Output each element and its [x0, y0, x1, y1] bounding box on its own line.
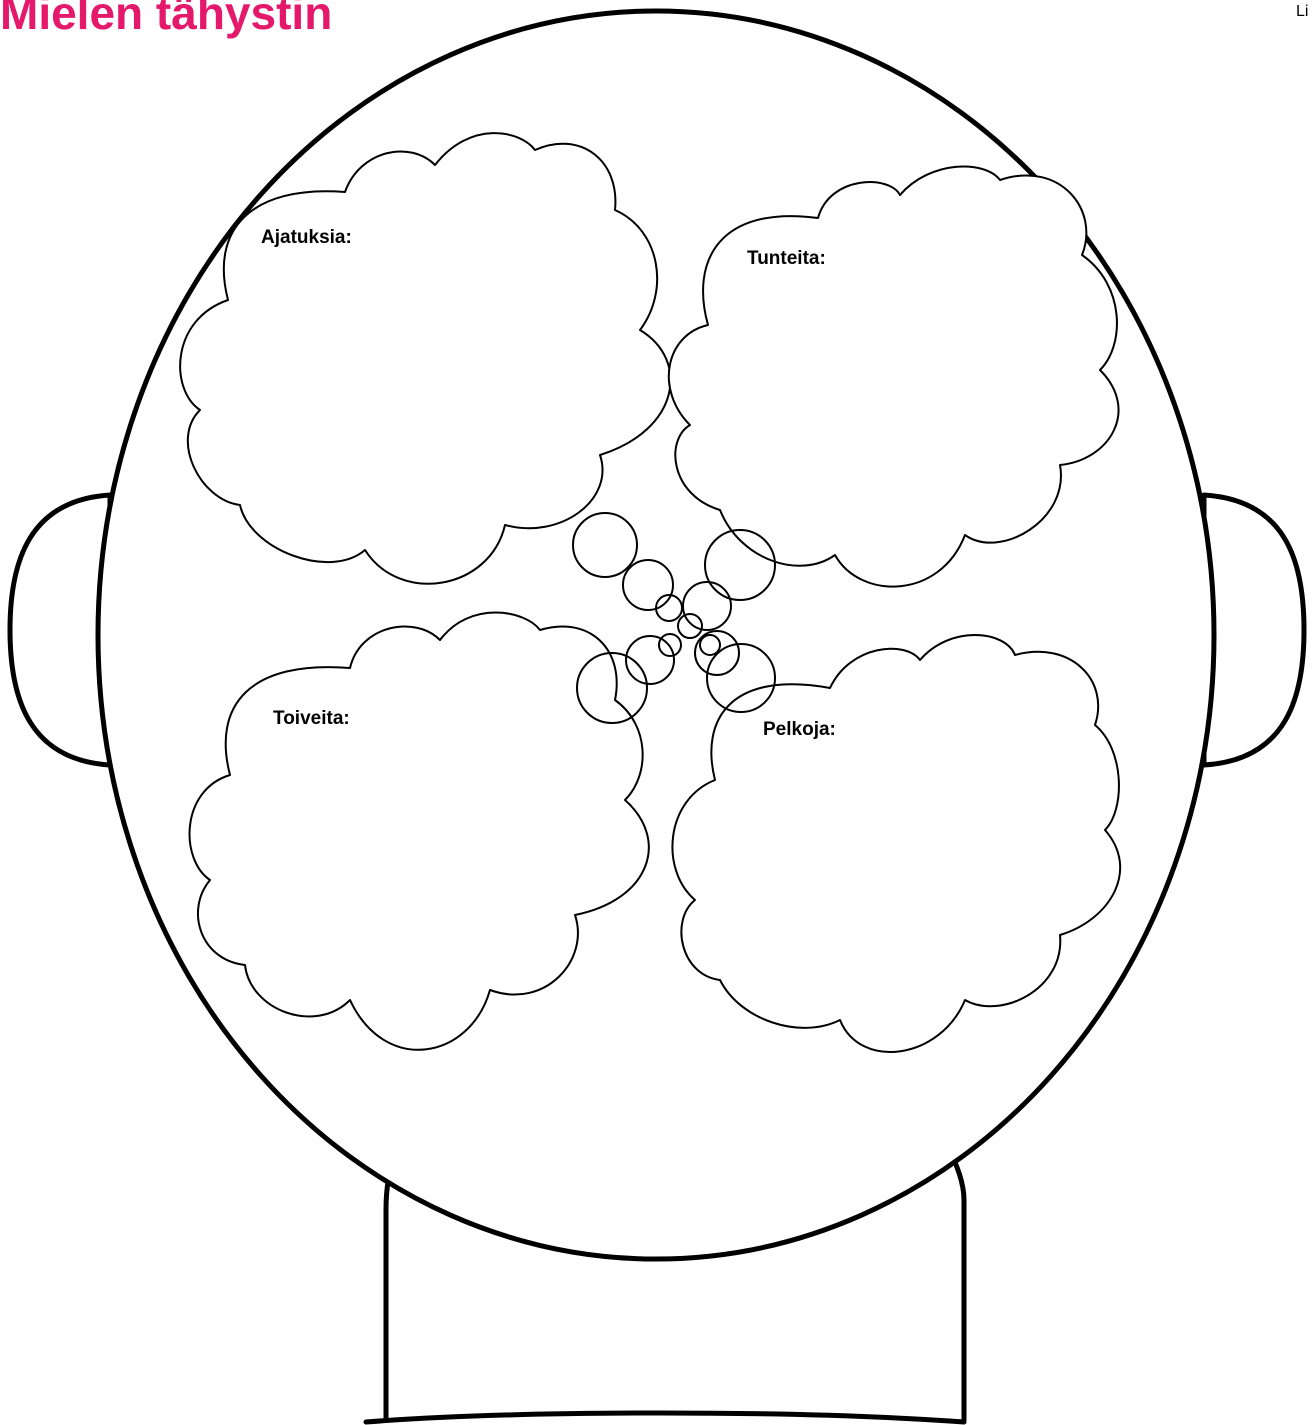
shoulder-line	[366, 1413, 964, 1422]
wishes-label: Toiveita:	[273, 708, 350, 729]
feelings-label: Tunteita:	[747, 248, 826, 269]
fears-label: Pelkoja:	[763, 719, 836, 740]
left-ear	[10, 495, 110, 765]
thoughts-label: Ajatuksia:	[261, 227, 352, 248]
right-ear	[1204, 495, 1304, 765]
